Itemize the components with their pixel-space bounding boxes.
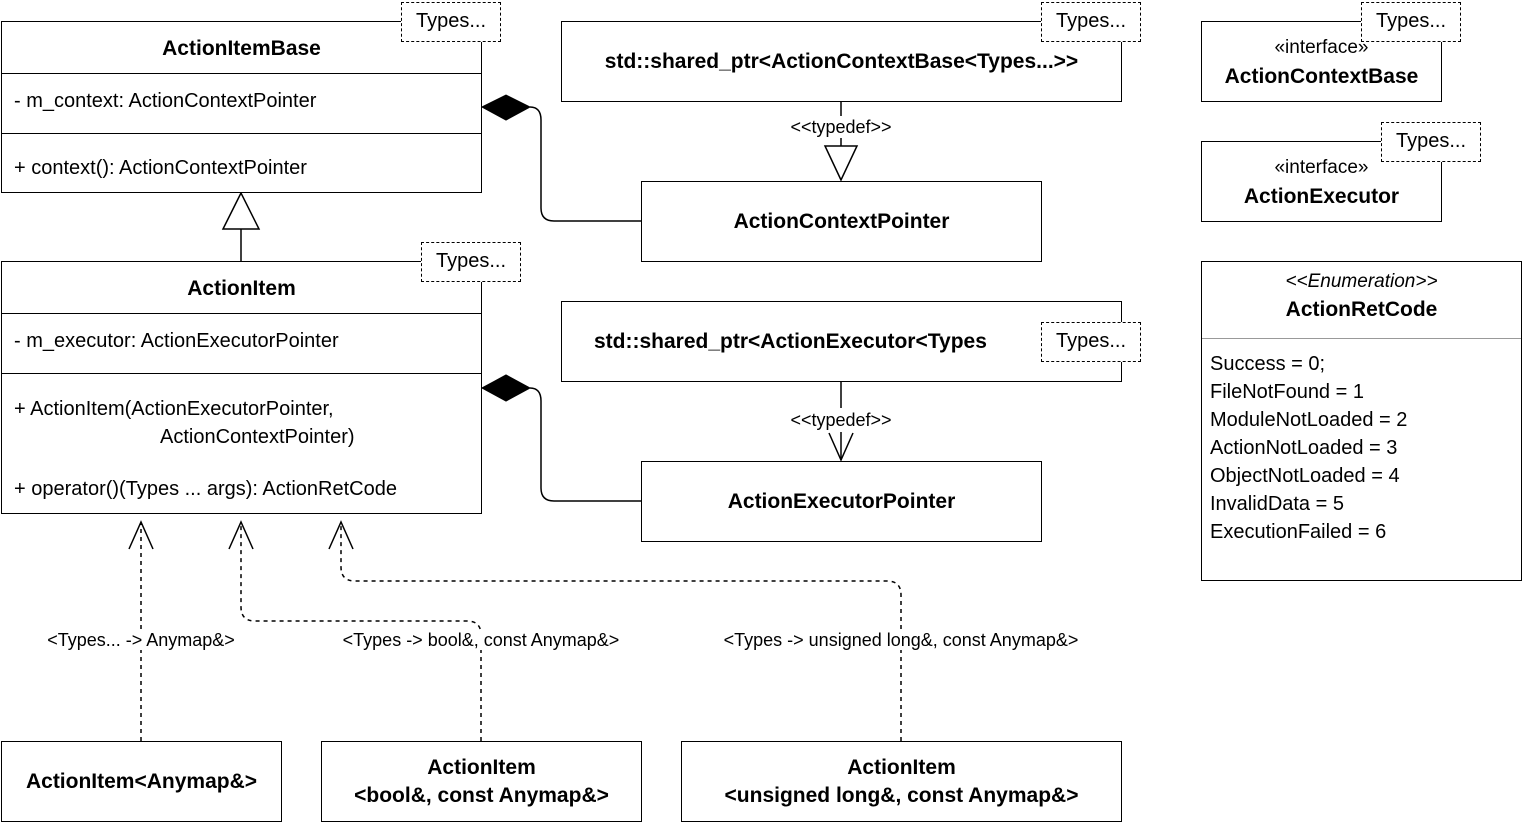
composition-diamond-executor (480, 374, 532, 402)
class-name: ActionItem (187, 277, 296, 300)
typedef-arrowhead-context (823, 145, 859, 182)
divider (2, 73, 481, 74)
binding-line-bool (240, 523, 482, 741)
class-name: std::shared_ptr<ActionContextBase<Types.… (604, 50, 1079, 73)
typedef-arrowhead-executor (828, 432, 854, 462)
template-parameter-tag: Types... (1381, 122, 1481, 162)
template-parameter-tag: Types... (1041, 2, 1141, 42)
template-parameter-tag: Types... (421, 242, 521, 282)
class-shared-ptr-executor[interactable]: std::shared_ptr<ActionExecutor<Types (561, 301, 1122, 382)
divider (2, 313, 481, 314)
method-call-operator: + operator()(Types ... args): ActionRetC… (14, 478, 397, 500)
class-action-item-ulong[interactable]: ActionItem <unsigned long&, const Anymap… (681, 741, 1122, 822)
composition-line-context (529, 106, 641, 222)
method-constructor-continued: ActionContextPointer) (160, 426, 355, 448)
enum-value: ObjectNotLoaded = 4 (1210, 465, 1400, 487)
enum-value: ActionNotLoaded = 3 (1210, 437, 1398, 459)
template-parameter-tag: Types... (1041, 322, 1141, 362)
template-parameter-tag: Types... (1361, 2, 1461, 42)
divider (1202, 338, 1521, 339)
class-action-context-pointer[interactable]: ActionContextPointer (641, 181, 1042, 262)
divider (2, 373, 481, 374)
template-parameter-tag: Types... (401, 2, 501, 42)
composition-diamond-context (480, 94, 532, 121)
binding-arrowhead-anymap (128, 520, 154, 550)
binding-label-ulong: <Types -> unsigned long&, const Anymap&> (682, 630, 1120, 650)
typedef-label: <<typedef>> (778, 117, 904, 137)
generalization-arrowhead (221, 191, 261, 230)
class-name: ActionItem (427, 756, 536, 779)
binding-label-anymap: <Types... -> Anymap&> (24, 630, 258, 650)
binding-label-bool: <Types -> bool&, const Anymap&> (310, 630, 652, 650)
attribute: - m_executor: ActionExecutorPointer (14, 330, 339, 352)
class-name: ActionItemBase (162, 37, 321, 60)
class-name: ActionExecutor (1243, 185, 1400, 208)
enum-value: ExecutionFailed = 6 (1210, 521, 1387, 543)
enumeration-action-ret-code[interactable]: <<Enumeration>> ActionRetCode Success = … (1201, 261, 1522, 581)
stereotype: <<Enumeration>> (1285, 271, 1438, 292)
stereotype: «interface» (1274, 157, 1369, 178)
composition-line-executor (529, 387, 641, 502)
interface-action-executor[interactable]: «interface» ActionExecutor (1201, 141, 1442, 222)
enum-value: ModuleNotLoaded = 2 (1210, 409, 1408, 431)
class-action-item[interactable]: ActionItem - m_executor: ActionExecutorP… (1, 261, 482, 514)
class-shared-ptr-context[interactable]: std::shared_ptr<ActionContextBase<Types.… (561, 21, 1122, 102)
class-name: ActionItem (847, 756, 956, 779)
class-name: ActionItem<Anymap&> (25, 770, 258, 793)
binding-line-ulong (340, 523, 902, 741)
class-name-template-args: <bool&, const Anymap&> (354, 784, 609, 807)
enum-value: Success = 0; (1210, 353, 1326, 375)
class-name: ActionContextPointer (733, 210, 950, 233)
stereotype: «interface» (1274, 37, 1369, 58)
class-action-executor-pointer[interactable]: ActionExecutorPointer (641, 461, 1042, 542)
enum-value: FileNotFound = 1 (1210, 381, 1364, 403)
binding-arrowhead-ulong (328, 520, 354, 550)
class-action-item-base[interactable]: ActionItemBase - m_context: ActionContex… (1, 21, 482, 193)
method-constructor: + ActionItem(ActionExecutorPointer, (14, 398, 334, 420)
class-action-item-bool[interactable]: ActionItem <bool&, const Anymap&> (321, 741, 642, 822)
class-name: ActionContextBase (1224, 65, 1419, 88)
class-name: ActionExecutorPointer (727, 490, 956, 513)
typedef-label: <<typedef>> (778, 410, 904, 430)
divider (2, 133, 481, 134)
binding-arrowhead-bool (228, 520, 254, 550)
class-name: ActionRetCode (1285, 298, 1438, 321)
enum-value: InvalidData = 5 (1210, 493, 1344, 515)
attribute: - m_context: ActionContextPointer (14, 90, 317, 112)
method: + context(): ActionContextPointer (14, 157, 307, 179)
class-action-item-anymap[interactable]: ActionItem<Anymap&> (1, 741, 282, 822)
class-name-template-args: <unsigned long&, const Anymap&> (724, 784, 1079, 807)
class-name: std::shared_ptr<ActionExecutor<Types (594, 330, 987, 353)
